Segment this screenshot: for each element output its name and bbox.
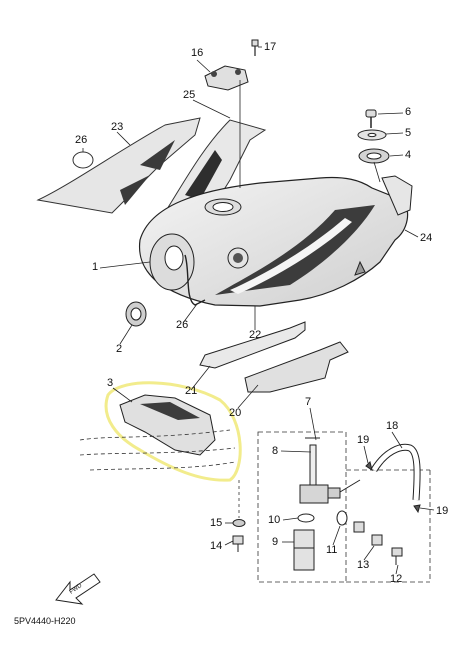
- front-bracket: [184, 254, 206, 306]
- callout-19-right: 19: [436, 505, 449, 517]
- screw-12: [391, 547, 403, 565]
- callout-25: 25: [183, 89, 196, 101]
- callout-20: 20: [229, 407, 242, 419]
- collar-15: [232, 519, 246, 527]
- fuel-cock: [299, 479, 361, 504]
- callout-7: 7: [305, 396, 312, 408]
- callout-26-top: 26: [75, 134, 88, 146]
- callout-21: 21: [185, 385, 198, 397]
- o-ring-10: [297, 513, 315, 523]
- callout-4: 4: [405, 149, 412, 161]
- callout-17: 17: [264, 41, 277, 53]
- callout-26-bottom: 26: [176, 319, 189, 331]
- clip-19b: [413, 504, 421, 514]
- callout-18: 18: [386, 420, 399, 432]
- callout-15: 15: [210, 517, 223, 529]
- pad-20: [244, 341, 349, 393]
- fwd-arrow-icon: FWD: [55, 573, 101, 605]
- diagram-code: 5PV4440-H220: [14, 616, 76, 626]
- callout-8: 8: [272, 445, 279, 457]
- callout-5: 5: [405, 127, 412, 139]
- emblem-26-oval: [72, 151, 94, 169]
- callout-14: 14: [210, 540, 223, 552]
- callout-19-top: 19: [357, 434, 370, 446]
- callout-24: 24: [420, 232, 433, 244]
- callout-10: 10: [268, 514, 281, 526]
- decal-panel-25: [159, 119, 267, 221]
- strainer-8: [305, 437, 320, 488]
- callout-13: 13: [357, 559, 370, 571]
- callout-9: 9: [272, 536, 279, 548]
- grommet-4: [358, 148, 390, 164]
- plate-11b: [353, 521, 365, 533]
- protector-21: [199, 321, 306, 369]
- callout-22: 22: [249, 329, 262, 341]
- bracket-16: [204, 65, 249, 91]
- nut-13: [371, 534, 383, 546]
- clip-19a: [365, 461, 373, 472]
- damper-2: [125, 301, 147, 327]
- fuel-cock-group-box: [257, 431, 347, 583]
- callout-3: 3: [107, 377, 114, 389]
- bolt-14: [232, 535, 244, 552]
- leader-lines: [82, 46, 435, 575]
- gasket-11: [336, 510, 348, 526]
- callout-1: 1: [92, 261, 99, 273]
- fuel-tank: [138, 175, 413, 307]
- washer-5: [357, 129, 387, 141]
- cup-9: [293, 529, 315, 571]
- bolt-17: [251, 39, 259, 56]
- highlighted-cover-3: [79, 381, 242, 482]
- callout-6: 6: [405, 106, 412, 118]
- hose-18: [371, 443, 421, 501]
- callout-12: 12: [390, 573, 403, 585]
- callout-16: 16: [191, 47, 204, 59]
- bolt-6: [365, 109, 377, 128]
- decal-panel-23: [36, 117, 201, 214]
- callout-11: 11: [326, 544, 338, 556]
- callout-2: 2: [116, 343, 123, 355]
- callout-23: 23: [111, 121, 124, 133]
